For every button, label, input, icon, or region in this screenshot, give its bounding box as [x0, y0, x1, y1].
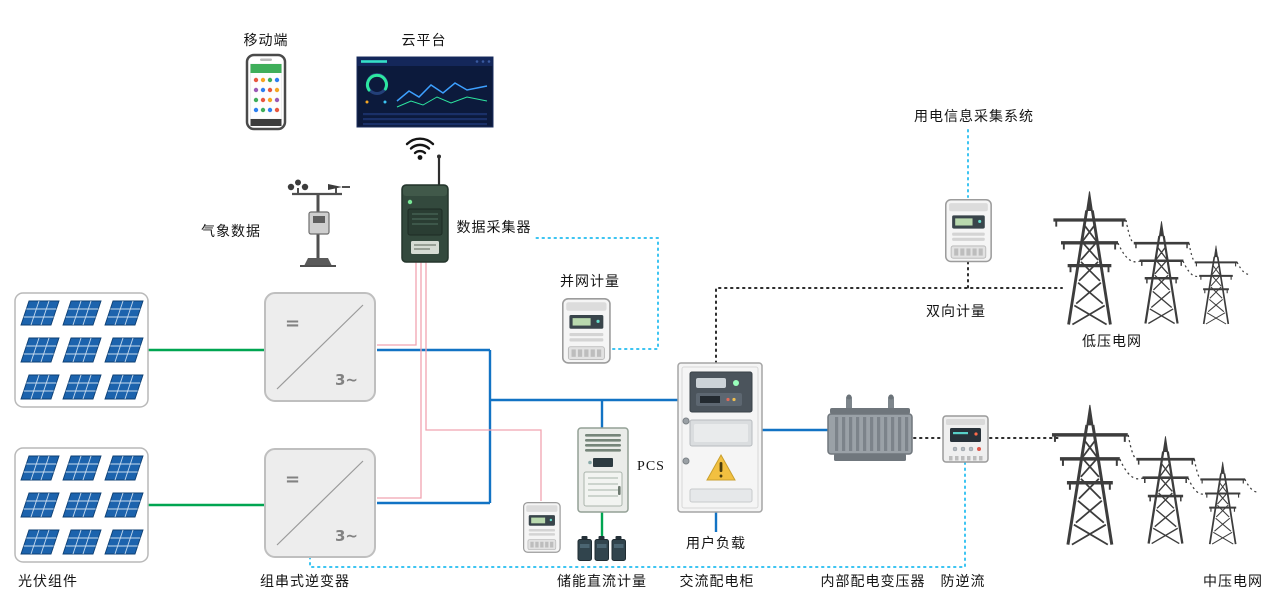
label-bidirectional: 双向计量 [926, 305, 986, 320]
label-inverter: 组串式逆变器 [260, 575, 350, 590]
wifi-icon [405, 137, 435, 160]
grid-meter-icon [561, 298, 611, 364]
dc-meter-icon [522, 501, 561, 553]
weather-station-icon [287, 179, 350, 267]
signal-lines [377, 262, 542, 501]
string-inverter-2 [264, 448, 376, 558]
label-mv-grid: 中压电网 [1203, 575, 1263, 590]
label-mobile: 移动端 [243, 34, 289, 49]
signal-line-inverter2 [377, 262, 422, 499]
label-lv-grid: 低压电网 [1082, 335, 1142, 350]
transformer-icon [827, 394, 913, 461]
warning-icon [706, 453, 736, 481]
battery-icon [577, 536, 626, 561]
label-grid-meter: 并网计量 [560, 275, 620, 290]
label-ac-cabinet: 交流配电柜 [679, 575, 755, 590]
label-cloud: 云平台 [401, 34, 447, 49]
mv-grid-icon [1052, 405, 1258, 545]
anti-backflow-icon [942, 415, 989, 463]
pv-dc-lines [146, 348, 604, 538]
comm-line-bus [309, 461, 966, 568]
transformer-ribs [835, 417, 909, 451]
data-collector-icon [401, 154, 449, 263]
pcs-cabinet-icon [577, 427, 629, 513]
label-power-info: 用电信息采集系统 [914, 110, 1034, 125]
power-info-meter-icon [945, 198, 992, 263]
label-anti-backflow: 防逆流 [940, 575, 986, 590]
pv-array-1 [15, 293, 148, 407]
comm-line-grid-meter [533, 237, 659, 350]
ac-power-lines [377, 348, 830, 532]
comm-dotted-lines [309, 129, 969, 568]
signal-line-dc-meter [425, 262, 542, 501]
phone-icon [245, 53, 287, 131]
phone-app-dots [253, 77, 280, 113]
label-weather: 气象数据 [201, 225, 261, 240]
label-user-load: 用户负载 [686, 537, 746, 552]
label-pcs: PCS [637, 459, 665, 474]
label-transformer: 内部配电变压器 [820, 575, 926, 590]
string-inverter-1 [264, 292, 376, 402]
label-pv-modules: 光伏组件 [18, 575, 78, 590]
pv-array-2 [15, 448, 148, 562]
lv-grid-icon [1053, 192, 1250, 325]
label-collector: 数据采集器 [456, 221, 532, 236]
meter-line-lv-grid [715, 287, 1063, 364]
metering-dotted-lines [715, 261, 1063, 439]
signal-line-inverter1 [377, 262, 417, 346]
label-storage-meter: 储能直流计量 [557, 575, 647, 590]
ac-cabinet-icon [677, 362, 763, 513]
dashboard-icon [356, 56, 494, 128]
